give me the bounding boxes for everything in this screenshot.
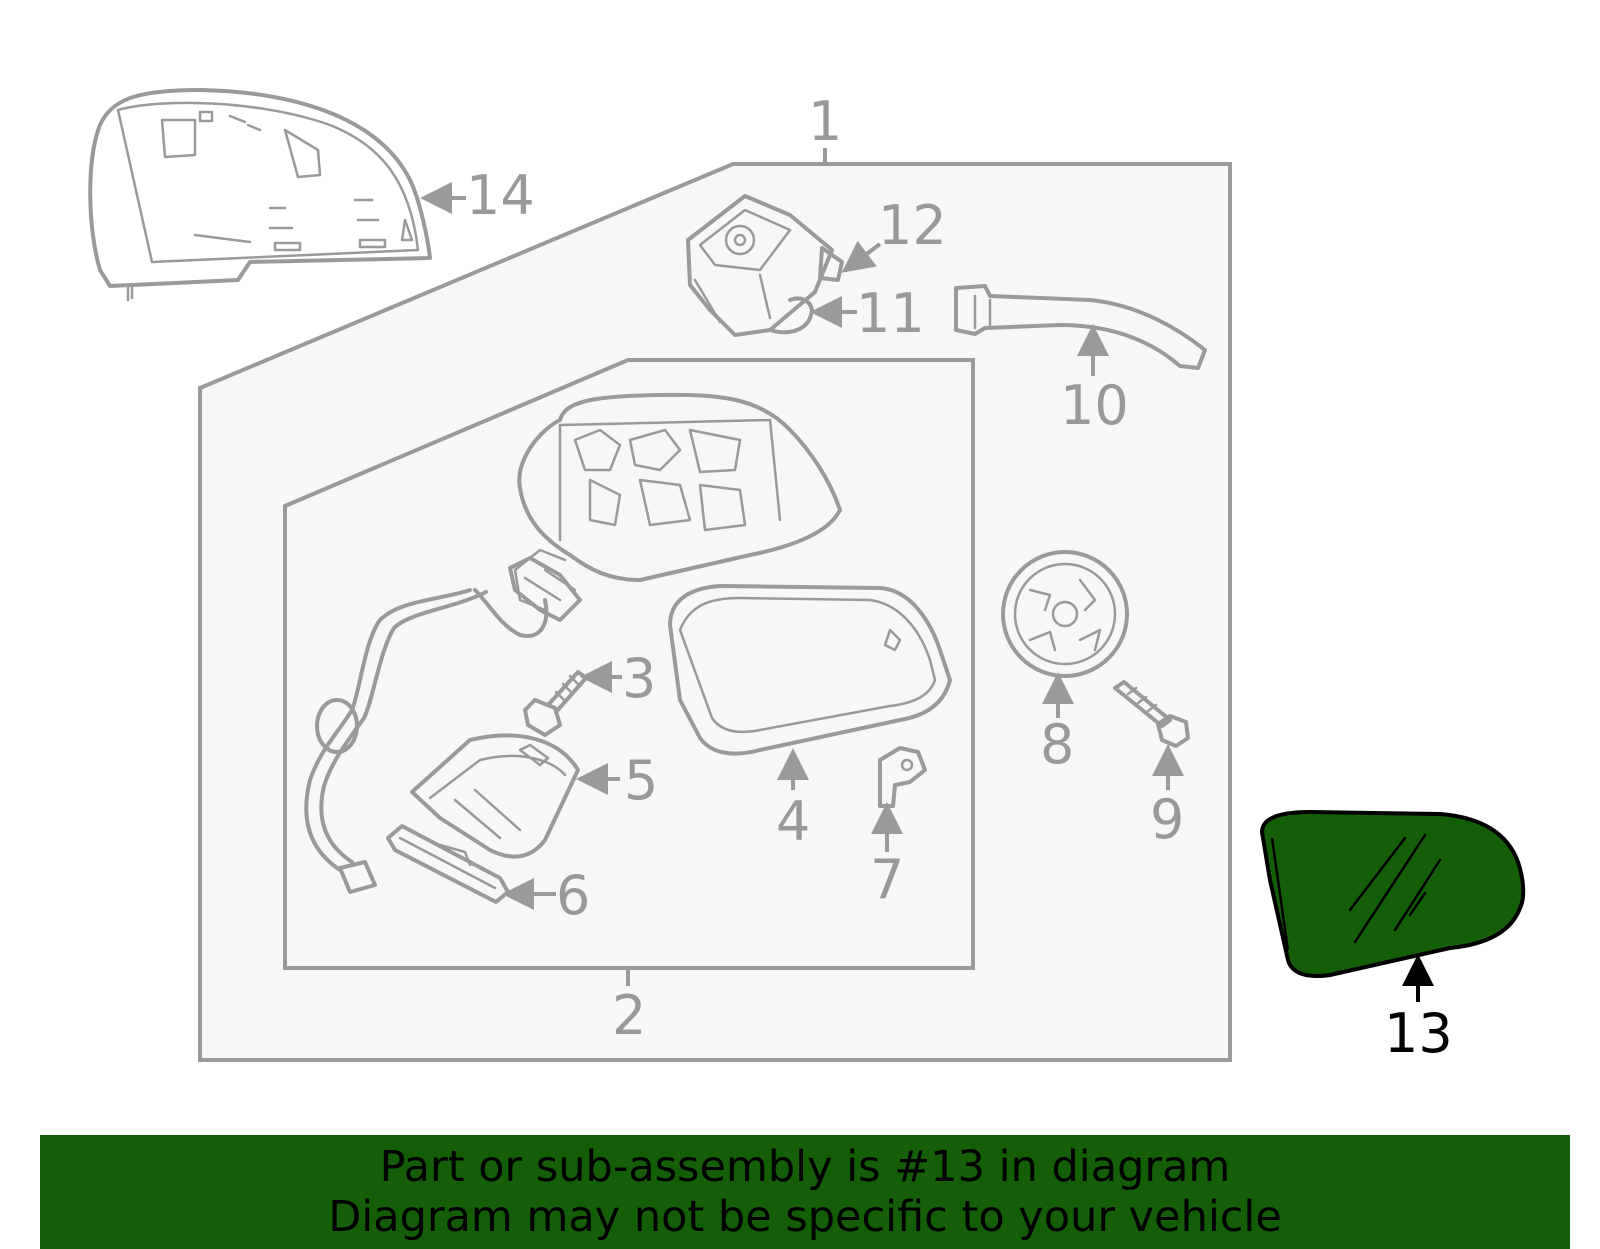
callout-8: 8 — [1040, 713, 1074, 776]
callout-3: 3 — [622, 647, 656, 710]
callout-5: 5 — [624, 749, 658, 812]
callout-12: 12 — [878, 194, 947, 257]
callout-9: 9 — [1150, 788, 1184, 851]
callout-1: 1 — [808, 90, 842, 153]
part-2-housing — [508, 392, 842, 622]
part-14-mirror-cover — [88, 88, 432, 302]
wiring-harness — [304, 588, 549, 894]
banner-line-part: Part or sub-assembly is #13 in diagram — [379, 1142, 1231, 1192]
assembly-2-box — [283, 358, 975, 970]
info-banner: Part or sub-assembly is #13 in diagram D… — [40, 1135, 1570, 1249]
callout-10: 10 — [1060, 374, 1129, 437]
part-4-glass-frame — [668, 584, 952, 756]
callout-13: 13 — [1384, 1002, 1453, 1065]
part-12-actuator — [686, 194, 844, 337]
part-9-screw — [1113, 680, 1190, 748]
part-13-mirror-glass — [1260, 810, 1526, 979]
callout-7: 7 — [870, 848, 904, 911]
part-10-signal-strip — [954, 284, 1207, 370]
banner-line-disclaimer: Diagram may not be specific to your vehi… — [328, 1192, 1282, 1242]
callout-11: 11 — [856, 282, 925, 345]
callout-2: 2 — [612, 984, 646, 1047]
callout-6: 6 — [556, 864, 590, 927]
parts-diagram: 1 2 3 4 5 6 7 8 9 10 11 12 13 14 — [88, 88, 1526, 1065]
callout-14: 14 — [466, 164, 535, 227]
callout-4: 4 — [776, 790, 810, 853]
